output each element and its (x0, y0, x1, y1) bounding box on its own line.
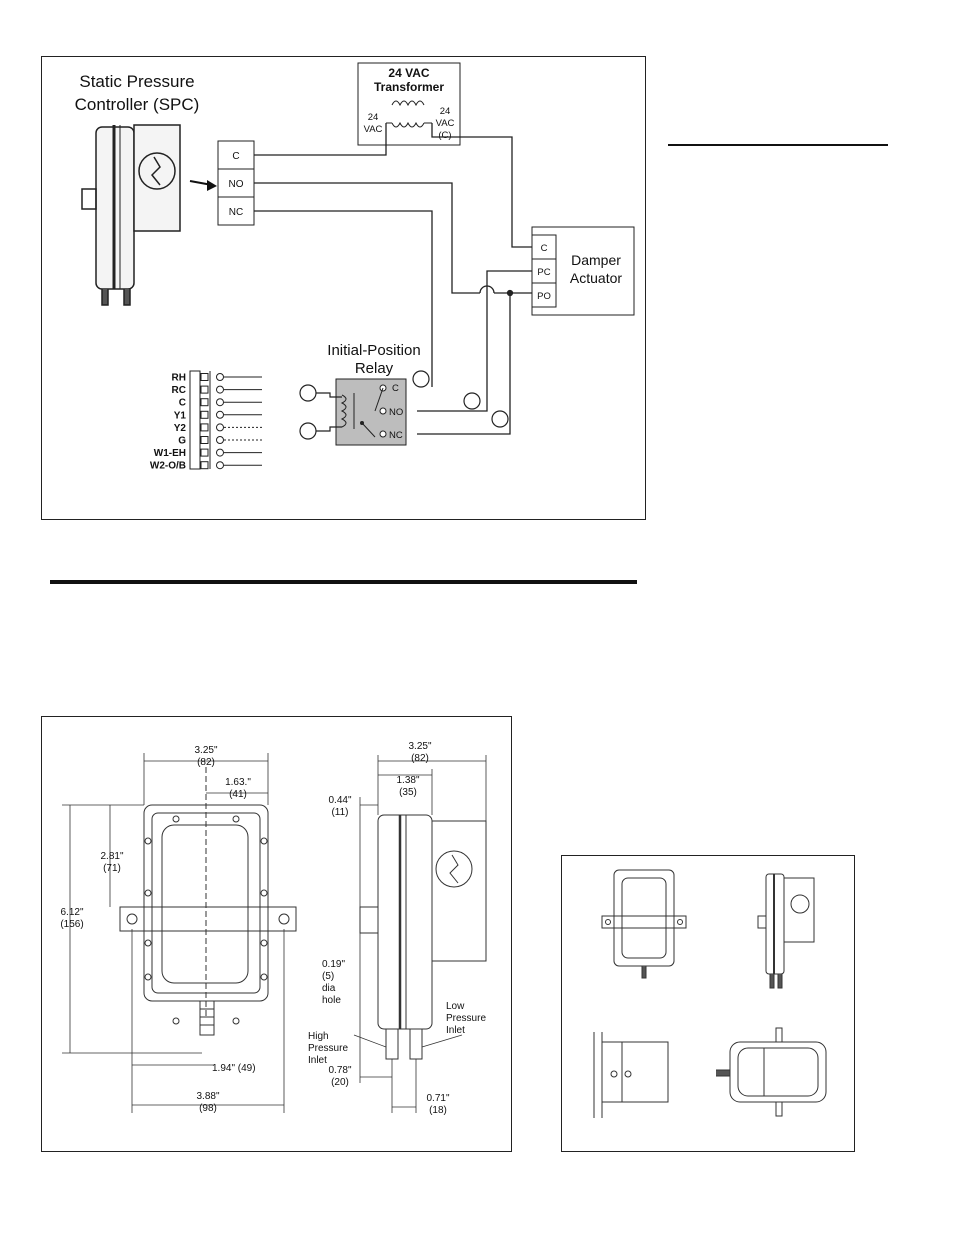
relay: C NO NC (335, 378, 407, 446)
dim-inlet-spacing: 0.71" (426, 1093, 449, 1104)
terminal-screw (216, 423, 224, 432)
dim-upper-height-mm: (71) (103, 863, 121, 874)
spc-device-illustration (81, 124, 181, 306)
dim-mount-width-mm: (98) (199, 1103, 217, 1114)
dim-side-width-mm: (82) (411, 753, 429, 764)
thermostat-terminal-label: W2-O/B (150, 461, 186, 472)
dim-front-half: 1.63." (225, 777, 251, 788)
terminal-screw (216, 436, 224, 444)
section-rule-right (668, 144, 888, 146)
terminal-slot (200, 410, 209, 419)
mounting-views-panel (561, 855, 855, 1152)
thermostat-terminal-label: C (179, 398, 186, 409)
dim-high-offset: 0.78" (328, 1065, 351, 1076)
terminal-slot (200, 385, 209, 394)
thermostat-terminal-label: Y1 (174, 410, 187, 421)
dim-front-half-mm: (41) (229, 789, 247, 800)
terminal-slot (200, 398, 209, 407)
wiring-diagram-panel: Static Pressure Controller (SPC) C NO NC… (41, 56, 646, 520)
wiring-diagram: Static Pressure Controller (SPC) C NO NC… (75, 62, 635, 472)
terminal-slot (200, 373, 209, 381)
section-rule-middle (50, 580, 637, 584)
terminal-screw (216, 373, 224, 381)
relay-title-line1: Initial-Position (327, 342, 420, 359)
dim-mount-width: 3.88" (196, 1091, 219, 1102)
high-inlet-line2: Pressure (308, 1043, 348, 1054)
dim-side-edge-mm: (11) (331, 807, 348, 818)
damper-actuator: C PC PO Damper Actuator (531, 226, 635, 316)
spc-terminal-nc: NC (229, 207, 243, 218)
terminal-slot (200, 436, 209, 444)
damper-terminal-c: C (541, 243, 548, 254)
dim-hole-line2: (5) (322, 971, 334, 982)
terminal-screw (216, 410, 224, 419)
low-inlet-line1: Low (446, 1001, 465, 1012)
dimensions-panel: 3.25" (82) 1.63." (41) 2.81" (71) 6.12" … (41, 716, 512, 1152)
dim-side-inner: 1.38" (396, 775, 419, 786)
transformer: 24 VAC Transformer 24 VAC 24 VAC (C) (357, 62, 461, 146)
dimensions-drawing: 3.25" (82) 1.63." (41) 2.81" (71) 6.12" … (60, 741, 487, 1116)
dim-upper-height: 2.81" (100, 851, 123, 862)
high-inlet-line3: Inlet (308, 1055, 327, 1066)
dim-inlet-offset: 1.94" (49) (212, 1063, 256, 1074)
thermostat-terminal-label: Y2 (174, 423, 187, 434)
dim-side-inner-mm: (35) (399, 787, 417, 798)
transformer-left-line1: 24 (368, 112, 379, 123)
spc-title-line2: Controller (SPC) (75, 95, 200, 114)
terminal-screw (216, 448, 224, 457)
transformer-right-line2: VAC (436, 118, 455, 129)
damper-label-line1: Damper (571, 252, 621, 268)
terminal-slot (200, 448, 209, 457)
terminal-screw (216, 385, 224, 394)
transformer-title-line1: 24 VAC (388, 66, 429, 80)
thermostat-terminal-label: RH (172, 373, 186, 384)
thermostat-terminal-label: RC (172, 385, 186, 396)
high-inlet-line1: High (308, 1031, 329, 1042)
dim-front-width: 3.25" (194, 745, 217, 756)
relay-title-line2: Relay (355, 360, 394, 377)
transformer-right-line3: (C) (438, 130, 451, 141)
damper-terminal-pc: PC (537, 267, 550, 278)
transformer-left-line2: VAC (364, 124, 383, 135)
terminal-screw (216, 461, 224, 470)
low-inlet-line2: Pressure (446, 1013, 486, 1024)
transformer-right-line1: 24 (440, 106, 451, 117)
dim-front-width-mm: (82) (197, 757, 215, 768)
thermostat-terminal-label: G (178, 436, 186, 447)
terminal-slot (200, 461, 209, 470)
dim-total-height: 6.12" (60, 907, 83, 918)
damper-label-line2: Actuator (570, 270, 622, 286)
thermostat-terminal-strip (189, 370, 211, 470)
relay-contact-c: C (392, 383, 399, 394)
spc-terminal-block: C NO NC (217, 140, 255, 226)
transformer-title-line2: Transformer (374, 80, 444, 94)
thermostat-terminal-label: W1-EH (154, 448, 186, 459)
spc-terminal-c: C (232, 151, 239, 162)
terminal-screw (216, 398, 224, 407)
terminal-slot (200, 423, 209, 432)
dim-total-height-mm: (156) (60, 919, 83, 930)
damper-terminal-po: PO (537, 291, 551, 302)
dim-inlet-spacing-mm: (18) (429, 1105, 447, 1116)
dim-side-edge: 0.44" (328, 795, 351, 806)
low-inlet-line3: Inlet (446, 1025, 465, 1036)
relay-contact-no: NO (389, 407, 403, 418)
mounting-views-drawing (593, 869, 827, 1118)
dim-hole-line1: 0.19" (322, 959, 345, 970)
wires (254, 123, 532, 435)
relay-contact-nc: NC (389, 430, 403, 441)
dim-hole-line3: dia (322, 983, 336, 994)
spc-title-line1: Static Pressure (79, 72, 194, 91)
dim-side-width: 3.25" (408, 741, 431, 752)
dim-high-offset-mm: (20) (331, 1077, 349, 1088)
spc-terminal-no: NO (229, 179, 244, 190)
dim-hole-line4: hole (322, 995, 341, 1006)
